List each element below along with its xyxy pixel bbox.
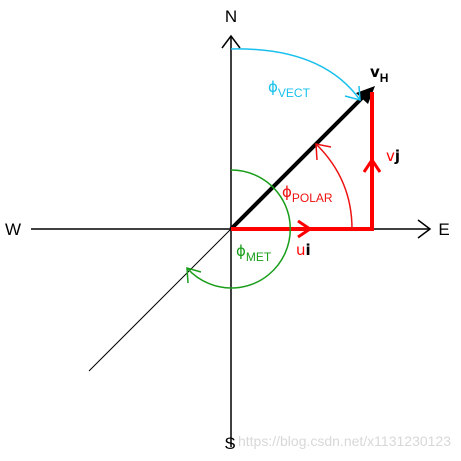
- component-v-arrowhead: [362, 157, 382, 173]
- east-arrowhead: [417, 219, 432, 239]
- angle-phi-vect-arc: [230, 48, 361, 101]
- angle-phi-met-label: ϕMET: [236, 242, 272, 264]
- north-arrowhead: [221, 34, 241, 49]
- watermark-url: https://blog.csdn.net/x1131230123: [238, 433, 451, 449]
- vector-components: [231, 92, 382, 239]
- north-label: N: [225, 7, 237, 26]
- south-label: S: [224, 434, 235, 453]
- angle-phi-met-arc: [186, 169, 291, 289]
- angle-phi-polar-label: ϕPOLAR: [282, 183, 333, 205]
- vector-vh-shaft: [229, 92, 368, 231]
- vector-vh-label: vH: [370, 63, 388, 85]
- west-label: W: [5, 220, 21, 239]
- vector-vh-arrowhead: [356, 86, 375, 104]
- east-label: E: [438, 220, 449, 239]
- vector-extension-line: [88, 228, 232, 372]
- component-u-label: ui: [296, 241, 311, 259]
- angle-phi-polar-arc: [315, 143, 353, 230]
- component-v-label: vj: [386, 147, 400, 165]
- component-u-arrowhead: [297, 219, 313, 239]
- angle-phi-vect-label: ϕVECT: [268, 78, 311, 100]
- vector-vh: [229, 86, 375, 231]
